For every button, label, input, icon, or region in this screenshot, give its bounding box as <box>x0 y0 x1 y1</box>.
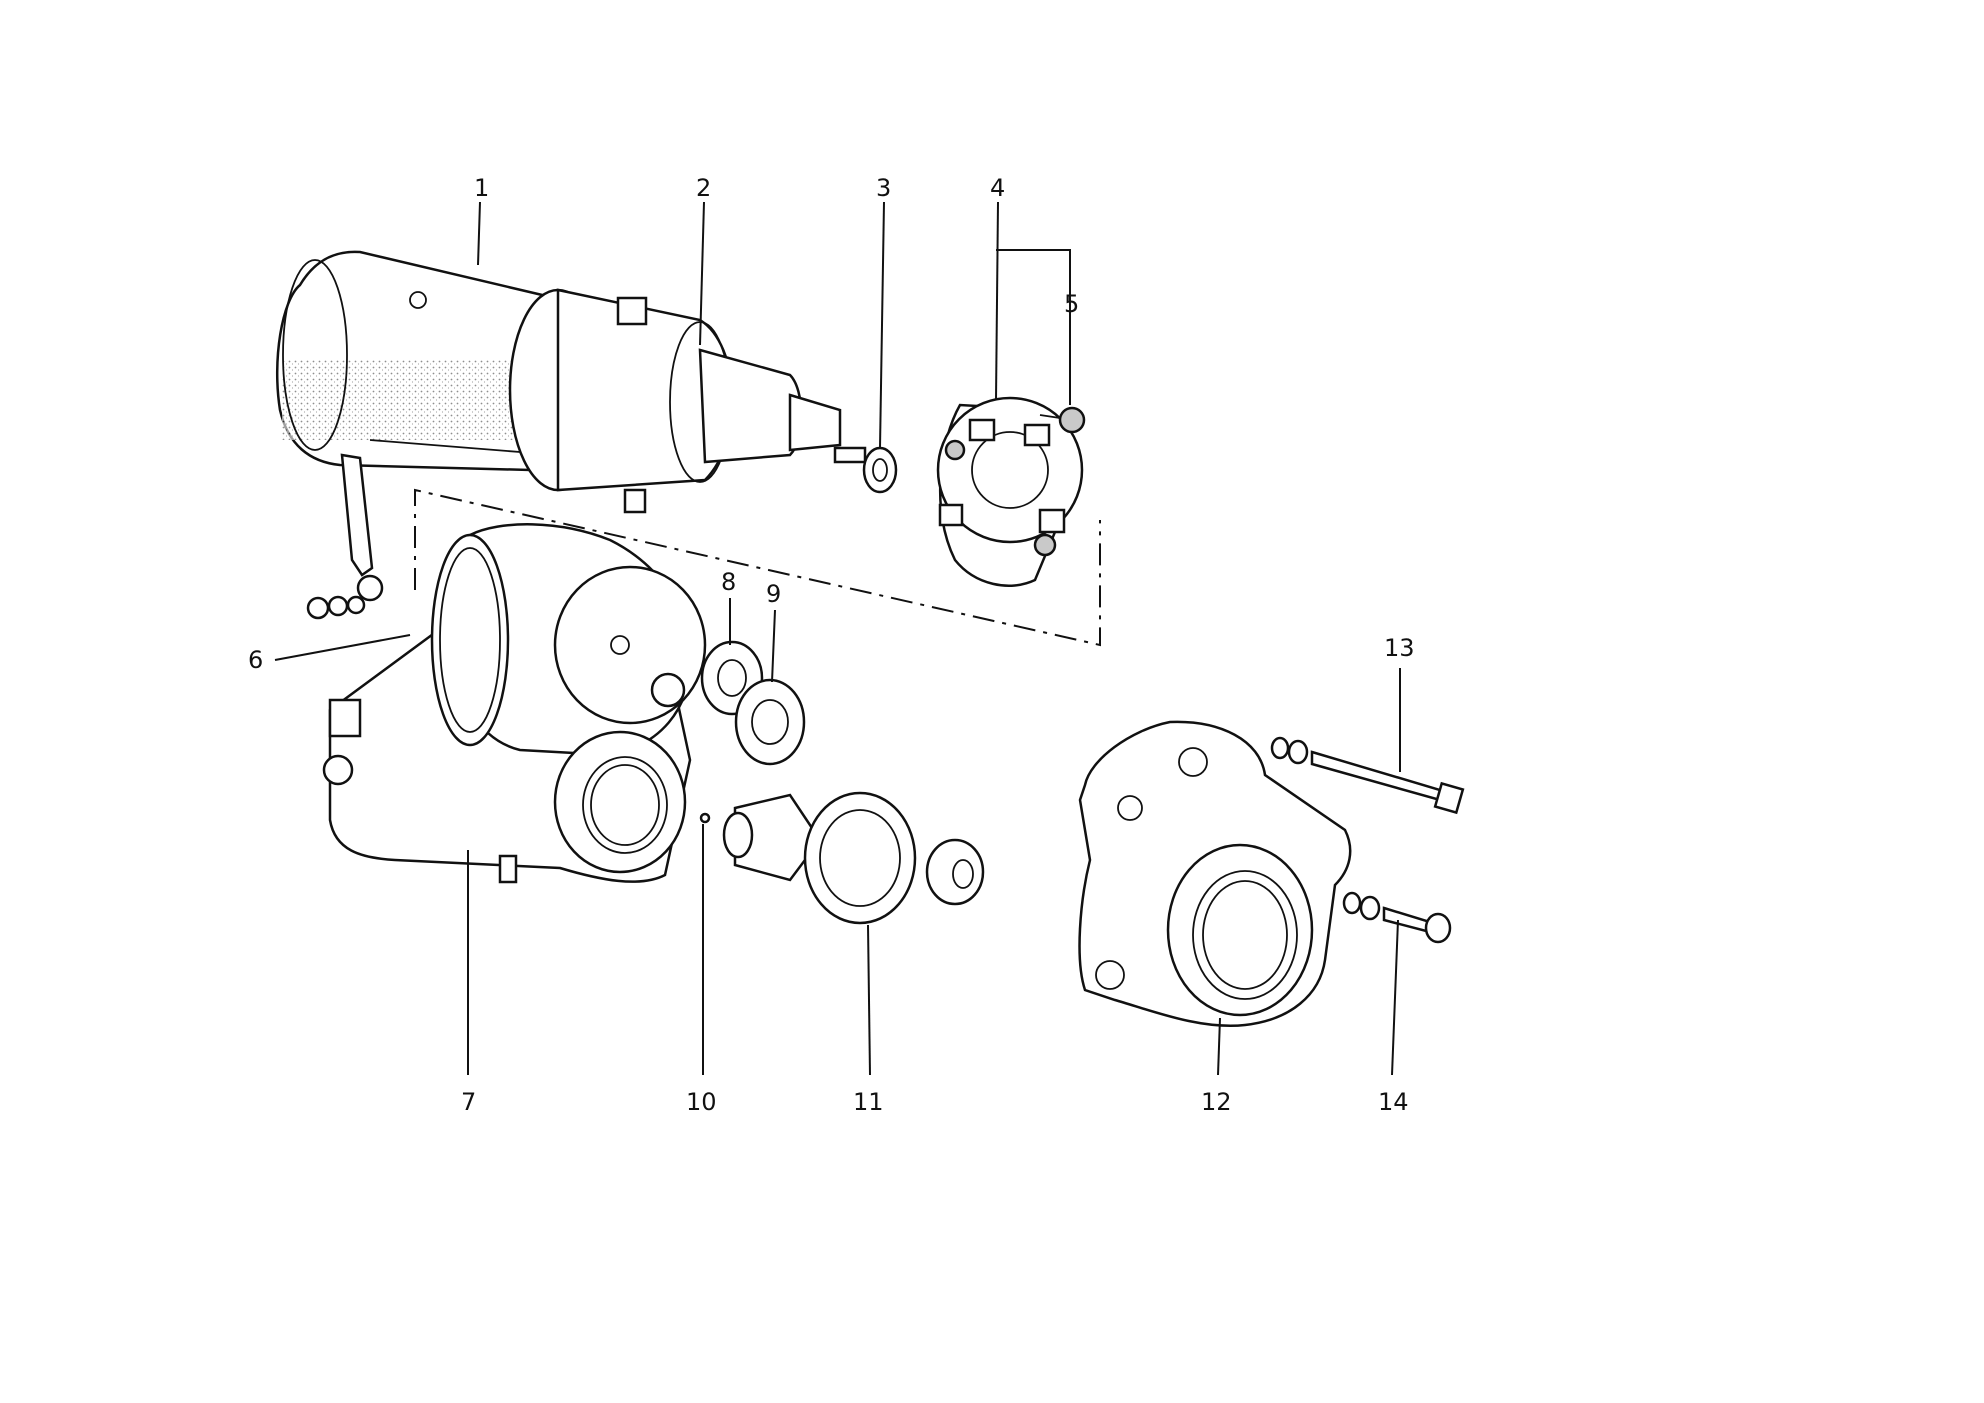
callout-3: 3 <box>876 174 891 202</box>
callout-numbers: 1 2 3 4 5 6 7 8 9 10 11 12 13 14 <box>248 174 1415 1116</box>
assembly-line <box>414 488 1101 647</box>
mounting-bolt-part-14 <box>1342 891 1452 944</box>
callout-13: 13 <box>1384 634 1415 662</box>
callout-6: 6 <box>248 646 263 674</box>
steel-ball-part-10 <box>699 812 711 824</box>
drive-clutch-part-11 <box>722 791 985 925</box>
callout-11: 11 <box>853 1088 884 1116</box>
field-housing-part-1 <box>275 250 557 620</box>
callout-14: 14 <box>1378 1088 1409 1116</box>
gear-housing-part-7 <box>322 523 707 884</box>
callout-4: 4 <box>990 174 1005 202</box>
callout-9: 9 <box>766 580 781 608</box>
armature-part-2 <box>508 288 867 514</box>
callout-5: 5 <box>1064 290 1079 318</box>
callout-12: 12 <box>1201 1088 1232 1116</box>
through-bolt-part-13 <box>1270 736 1465 815</box>
brush-plate-screw-part-5 <box>1039 406 1086 434</box>
callout-2: 2 <box>696 174 711 202</box>
callout-7: 7 <box>461 1088 476 1116</box>
callout-10: 10 <box>686 1088 717 1116</box>
callout-1: 1 <box>474 174 489 202</box>
brush-holder-part-4 <box>936 396 1084 587</box>
drive-end-housing-part-12 <box>1078 720 1352 1027</box>
pinion-gear-part-9 <box>734 678 806 766</box>
thrust-washer-part-3 <box>862 446 898 494</box>
leader-lines <box>274 201 1401 1076</box>
callout-8: 8 <box>721 568 736 596</box>
